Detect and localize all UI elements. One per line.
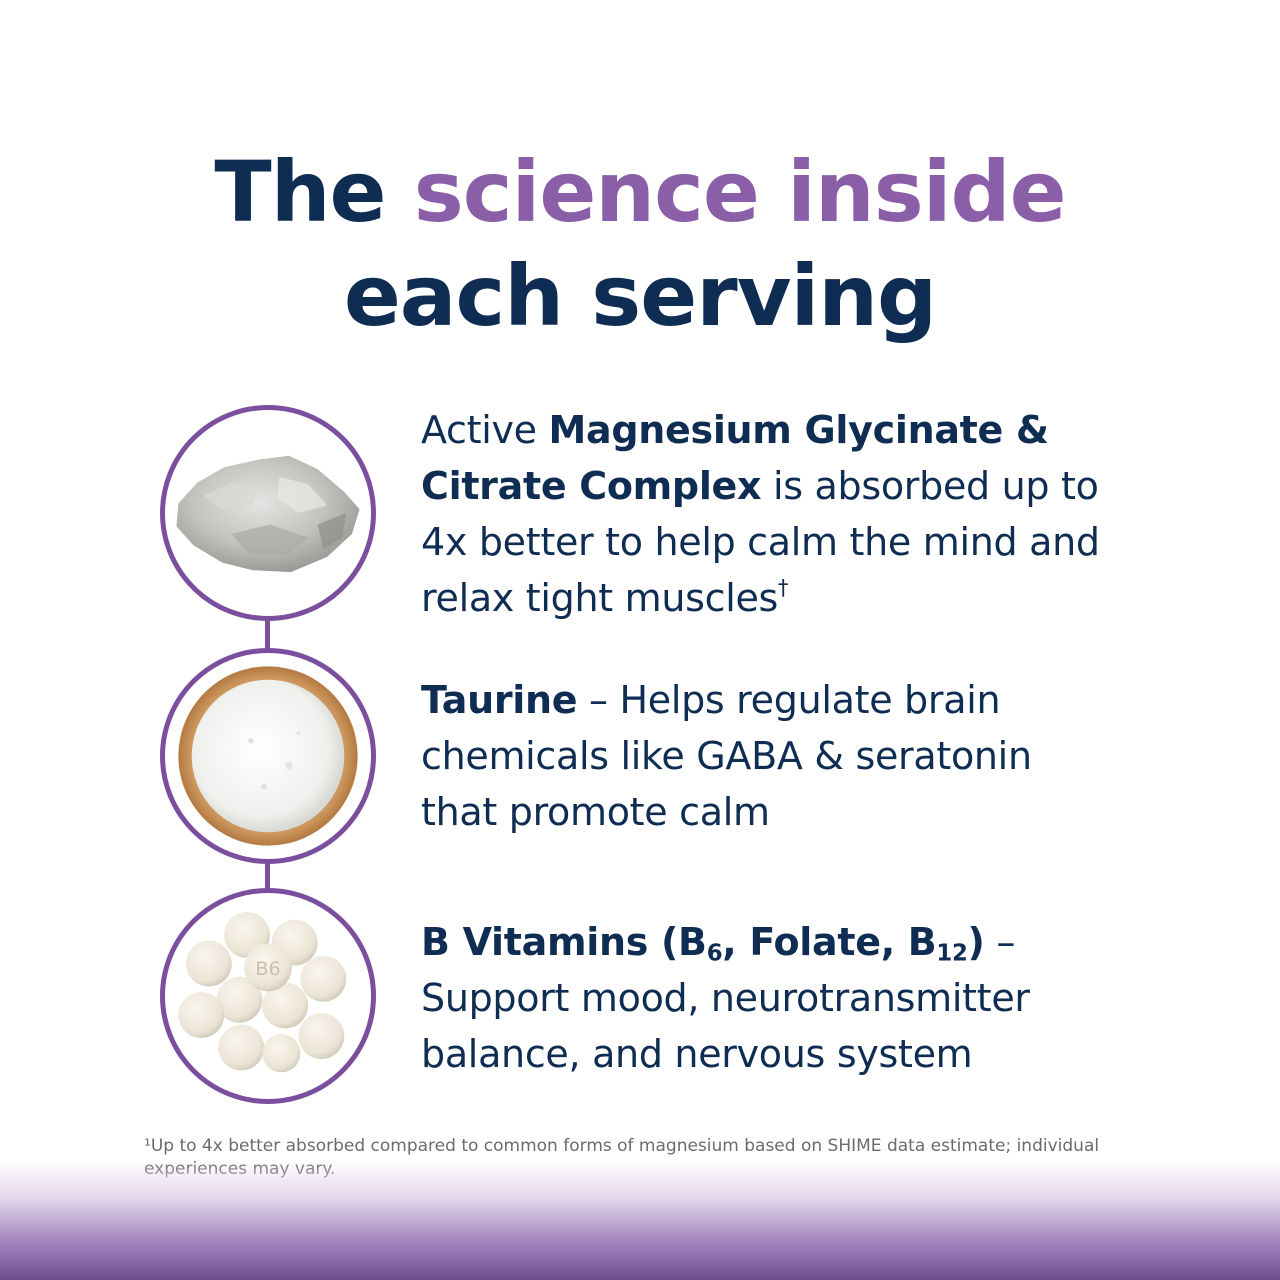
tablet-label: B6 <box>255 958 280 980</box>
powder-bowl-icon <box>160 648 376 864</box>
title-accent: science inside <box>413 143 1067 241</box>
b-vitamins-name: B Vitamins (B6, Folate, B12) <box>421 920 985 967</box>
tablets-icon: B6 <box>160 888 376 1104</box>
title-line2: each serving <box>343 247 937 345</box>
mineral-rock-icon <box>160 405 376 621</box>
taurine-name: Taurine <box>421 678 578 722</box>
page-title: The science inside each serving <box>0 140 1280 348</box>
taurine-description: Taurine – Helps regulate brain chemicals… <box>421 678 1032 834</box>
b-vitamins-description: B Vitamins (B6, Folate, B12) – Support m… <box>421 920 1030 1076</box>
dagger-mark: † <box>778 575 789 600</box>
magnesium-name: Magnesium Glycinate & Citrate Complex <box>421 408 1049 508</box>
footer-gradient-band <box>0 1160 1280 1280</box>
timeline-connector <box>265 858 270 894</box>
timeline-connector <box>265 616 270 654</box>
magnesium-description: Active Magnesium Glycinate & Citrate Com… <box>421 408 1100 620</box>
title-plain: The <box>214 143 414 241</box>
